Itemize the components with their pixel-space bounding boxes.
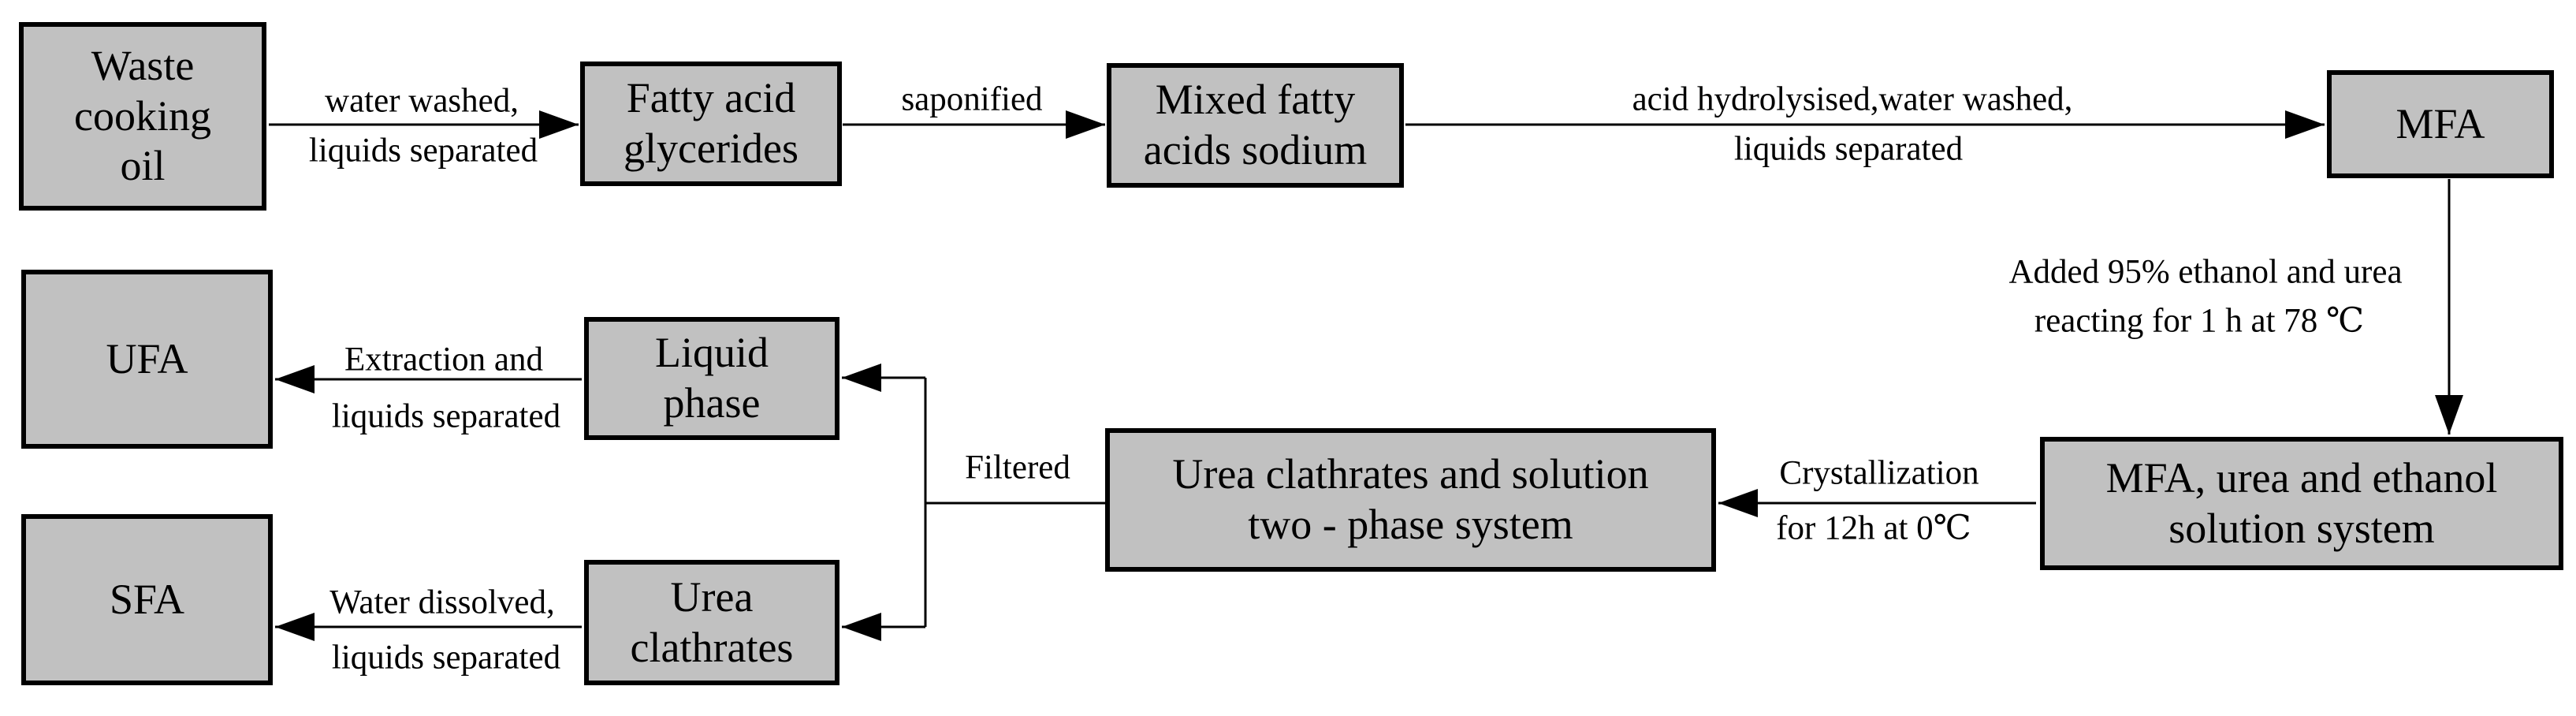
node-label-line: UFA	[106, 334, 188, 382]
node-waste-cooking-oil-label: Waste cooking oil	[74, 41, 211, 192]
node-label-line: acids sodium	[1143, 126, 1368, 173]
node-label-line: solution system	[2168, 504, 2435, 552]
edge-label-dissolved-liquids-separated: liquids separated	[331, 639, 561, 677]
node-mfa-label: MFA	[2395, 99, 2485, 150]
node-fatty-acid-glycerides-label: Fatty acid glycerides	[624, 73, 798, 173]
node-label-line: Waste	[91, 41, 195, 89]
node-label-line: Urea clathrates and solution	[1172, 450, 1649, 498]
node-waste-cooking-oil: Waste cooking oil	[19, 22, 266, 211]
node-label-line: Fatty acid	[626, 74, 796, 122]
node-ufa-label: UFA	[106, 334, 188, 385]
node-label-line: MFA, urea and ethanol	[2105, 453, 2498, 502]
edge-label-extraction-and: Extraction and	[344, 341, 543, 379]
node-mixed-fatty-acids-sodium: Mixed fatty acids sodium	[1107, 63, 1404, 188]
edge-label-hydrolysis-liquids-separated: liquids separated	[1733, 130, 1964, 168]
edge-label-extraction-liquids-separated: liquids separated	[331, 397, 561, 435]
node-urea-clathrates-two-phase-system: Urea clathrates and solution two - phase…	[1105, 428, 1716, 572]
node-label-line: MFA	[2395, 99, 2485, 147]
node-fatty-acid-glycerides: Fatty acid glycerides	[580, 62, 842, 186]
edge-label-acid-hydrolysised: acid hydrolysised,water washed,	[1632, 80, 2073, 118]
connector-filter-fork	[924, 378, 1105, 627]
node-label-line: glycerides	[624, 125, 798, 172]
node-label-line: two - phase system	[1248, 501, 1573, 548]
edge-label-reacting-1h-78c: reacting for 1 h at 78 ℃	[2034, 302, 2365, 340]
node-liquid-phase: Liquid phase	[584, 317, 839, 440]
node-liquid-phase-label: Liquid phase	[655, 328, 769, 428]
node-label-line: Liquid	[655, 329, 769, 377]
edge-label-added-ethanol-urea: Added 95% ethanol and urea	[2008, 253, 2403, 291]
node-mfa-urea-ethanol-solution-system-label: MFA, urea and ethanol solution system	[2106, 453, 2498, 554]
node-sfa: SFA	[21, 514, 273, 685]
node-label-line: cooking	[74, 91, 211, 140]
edge-label-water-washed-liquids-separated: liquids separated	[308, 132, 538, 170]
edge-label-water-dissolved: Water dissolved,	[329, 584, 555, 621]
node-urea-clathrates-two-phase-system-label: Urea clathrates and solution two - phase…	[1172, 449, 1648, 550]
edge-label-water-washed: water washed,	[325, 82, 519, 120]
node-urea-clathrates: Urea clathrates	[584, 560, 839, 685]
node-label-line: oil	[120, 142, 166, 190]
node-urea-clathrates-label: Urea clathrates	[631, 572, 794, 673]
node-mfa-urea-ethanol-solution-system: MFA, urea and ethanol solution system	[2040, 437, 2563, 570]
node-label-line: Mixed fatty	[1155, 76, 1356, 124]
edge-label-saponified: saponified	[901, 80, 1043, 118]
node-label-line: clathrates	[630, 623, 794, 671]
edge-label-filtered: Filtered	[965, 449, 1070, 487]
edge-label-crystallization: Crystallization	[1779, 454, 1979, 492]
node-label-line: SFA	[109, 575, 185, 623]
node-sfa-label: SFA	[110, 575, 184, 625]
node-mixed-fatty-acids-sodium-label: Mixed fatty acids sodium	[1144, 75, 1367, 175]
node-label-line: phase	[663, 379, 761, 427]
node-ufa: UFA	[21, 270, 273, 449]
node-mfa: MFA	[2327, 70, 2554, 178]
edge-label-crystallization-12h-0c: for 12h at 0℃	[1776, 509, 1971, 547]
node-label-line: Urea	[670, 572, 754, 621]
